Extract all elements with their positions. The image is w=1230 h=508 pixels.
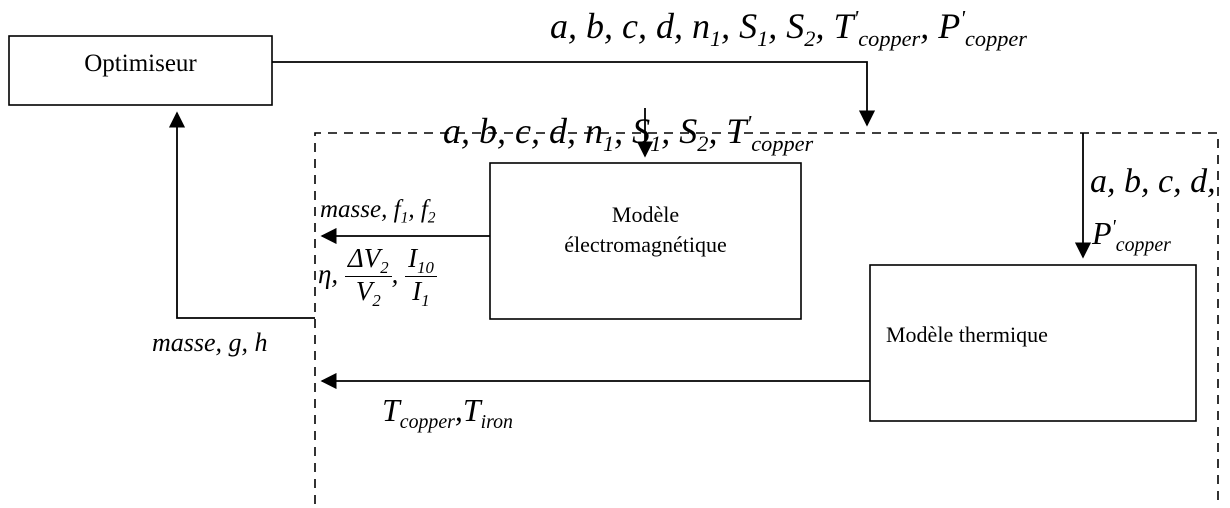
em-input-label: a, b, c, d, n1, S1, S2, T'copper bbox=[443, 110, 814, 156]
thermal-model-label: Modèle thermique bbox=[886, 322, 1048, 347]
current-fraction: I10 I1 bbox=[405, 244, 437, 310]
top-params-label: a, b, c, d, n1, S1, S2, T'copper, P'copp… bbox=[550, 5, 1027, 51]
feedback-arrow bbox=[168, 111, 315, 319]
em-model-label-line2: électromagnétique bbox=[564, 232, 727, 257]
em-model-box bbox=[489, 162, 802, 320]
em-model-label-line1: Modèle bbox=[611, 202, 680, 227]
optimiseur-label: Optimiseur bbox=[84, 50, 197, 77]
feedback-label: masse, g, h bbox=[152, 328, 268, 357]
em-output-label-line1: masse, f1, f2 bbox=[320, 196, 436, 227]
em-model-label: Modèle électromagnétique bbox=[490, 200, 801, 260]
top-param-line bbox=[272, 61, 876, 127]
thermal-input-label-power: P'copper bbox=[1092, 215, 1171, 256]
em-output-label-line2: η, ΔV2 V2 , I10 I1 bbox=[318, 244, 437, 310]
delta-v-fraction: ΔV2 V2 bbox=[344, 244, 392, 310]
dashed-boundary bbox=[314, 132, 1219, 504]
optimiseur-box bbox=[8, 35, 273, 106]
thermal-output-label: Tcopper,Tiron bbox=[382, 392, 513, 433]
thermal-input-label-vars: a, b, c, d, bbox=[1090, 163, 1216, 200]
thermal-model-box bbox=[869, 264, 1197, 422]
